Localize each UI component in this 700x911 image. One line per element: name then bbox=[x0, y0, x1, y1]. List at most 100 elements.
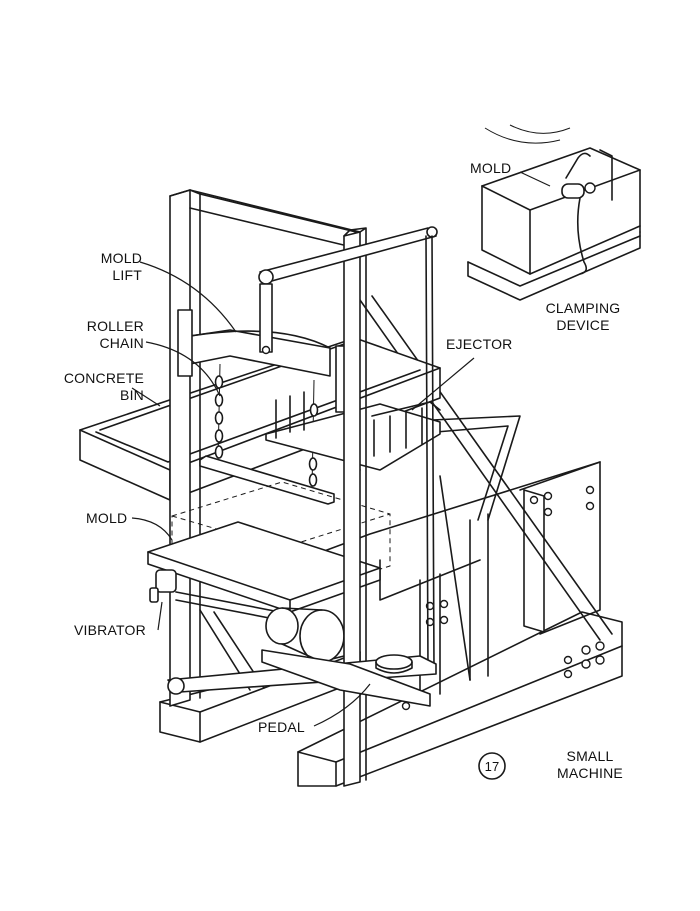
label-line: LIFT bbox=[112, 267, 142, 283]
body-bolt bbox=[585, 485, 595, 495]
inset-mold-side bbox=[481, 185, 531, 275]
figure-number-circle bbox=[478, 752, 506, 780]
inset-base-outline bbox=[467, 231, 641, 301]
ejector-pins-right bbox=[373, 407, 423, 457]
post-bolt bbox=[439, 599, 449, 609]
pedal-pad bbox=[375, 654, 413, 670]
pedal-rod bbox=[425, 235, 435, 671]
vibrator-leader bbox=[157, 601, 163, 631]
label-line: DEVICE bbox=[556, 317, 610, 333]
post-bolt bbox=[439, 615, 449, 625]
inset-clamp-lever bbox=[565, 152, 591, 179]
machine-body bbox=[299, 461, 601, 701]
beam-bolt bbox=[563, 655, 573, 665]
body-corner-plate bbox=[523, 489, 545, 633]
chain-bar bbox=[199, 455, 335, 505]
mold-platform bbox=[147, 521, 381, 613]
concrete-bin-leader bbox=[131, 387, 161, 407]
beam-bolt bbox=[595, 641, 605, 651]
chain-link bbox=[214, 393, 224, 407]
body-front-post bbox=[419, 573, 441, 701]
label-inset-mold: MOLD bbox=[470, 160, 512, 176]
chain-link bbox=[308, 457, 318, 471]
leader-lines bbox=[131, 261, 475, 727]
beam-bolt bbox=[581, 659, 591, 669]
pedal-base bbox=[261, 649, 431, 707]
lever-mechanism bbox=[167, 226, 438, 711]
label-mold-lift: MOLD LIFT bbox=[86, 250, 142, 284]
pedal-bolt bbox=[401, 701, 411, 711]
caption-small-machine: SMALL MACHINE bbox=[540, 748, 640, 782]
label-line: CONCRETE bbox=[63, 370, 144, 386]
right-frame bbox=[343, 227, 367, 787]
lift-link bbox=[259, 283, 273, 353]
chain-link bbox=[309, 403, 319, 417]
beam-bolt bbox=[563, 669, 573, 679]
label-vibrator: VIBRATOR bbox=[74, 622, 146, 638]
top-cross-beam-lower bbox=[189, 207, 357, 249]
mold-leader bbox=[131, 517, 173, 541]
caption-line: MACHINE bbox=[557, 765, 623, 781]
inset-base-top bbox=[467, 235, 641, 287]
body-bolt bbox=[543, 491, 553, 501]
pedal-leader bbox=[313, 683, 371, 727]
lever-pivot bbox=[258, 269, 274, 285]
label-clamping-device: CLAMPING DEVICE bbox=[530, 300, 636, 334]
inner-strut bbox=[439, 475, 471, 681]
body-hopper bbox=[379, 559, 481, 601]
left-post-front bbox=[169, 189, 191, 707]
body-top-edge bbox=[519, 461, 601, 491]
inset-clamp-body bbox=[561, 183, 585, 199]
label-line: MOLD bbox=[100, 250, 142, 266]
inset-mold-top bbox=[481, 147, 641, 233]
ejector-leader bbox=[411, 357, 475, 411]
label-concrete-bin: CONCRETE BIN bbox=[44, 370, 144, 404]
beam-bolt bbox=[595, 655, 605, 665]
label-line: CHAIN bbox=[99, 335, 144, 351]
label-pedal: PEDAL bbox=[258, 719, 305, 735]
top-cross-beam bbox=[169, 189, 361, 233]
lift-guide-left bbox=[177, 309, 193, 377]
ejector-pins-left bbox=[275, 391, 305, 439]
mold-lift-leader bbox=[139, 261, 237, 333]
label-line: BIN bbox=[120, 387, 144, 403]
inset-mold-leader bbox=[519, 171, 551, 187]
chain-link bbox=[214, 375, 224, 389]
inset-wheel-arcs bbox=[484, 124, 571, 144]
ejector-brace bbox=[431, 415, 521, 521]
caption-line: SMALL bbox=[566, 748, 614, 764]
label-mold: MOLD bbox=[86, 510, 128, 526]
link-bolt bbox=[261, 345, 271, 355]
roller-chains bbox=[199, 363, 335, 505]
inset-mold-bottom bbox=[529, 225, 641, 275]
chain-link bbox=[214, 411, 224, 425]
body-bolt bbox=[529, 495, 539, 505]
chain-link bbox=[214, 429, 224, 443]
label-ejector: EJECTOR bbox=[446, 336, 513, 352]
roller-chain-leader bbox=[145, 341, 221, 397]
label-line: ROLLER bbox=[86, 318, 144, 334]
inset-clamp-bolt bbox=[584, 182, 596, 194]
vibrator-block bbox=[155, 569, 177, 593]
mold-box bbox=[147, 481, 391, 613]
ejector-top-bar bbox=[371, 401, 441, 417]
right-post-front bbox=[343, 231, 361, 787]
vibrator-end bbox=[149, 587, 159, 603]
label-line: CLAMPING bbox=[545, 300, 621, 316]
right-ground-beam bbox=[297, 611, 623, 787]
figure-number: 17 bbox=[484, 759, 500, 774]
inset-clamp-rod bbox=[576, 197, 588, 275]
pedal-pad-side bbox=[375, 661, 413, 674]
pedal-pivot bbox=[167, 677, 185, 695]
inset-post bbox=[599, 149, 613, 201]
body-mid-post bbox=[469, 513, 489, 681]
body-bolt bbox=[543, 507, 553, 517]
chain-link bbox=[214, 445, 224, 459]
clamping-device-inset bbox=[467, 124, 641, 301]
body-bolt bbox=[585, 501, 595, 511]
label-roller-chain: ROLLER CHAIN bbox=[66, 318, 144, 352]
chain-link bbox=[308, 473, 318, 487]
beam-bolt bbox=[581, 645, 591, 655]
